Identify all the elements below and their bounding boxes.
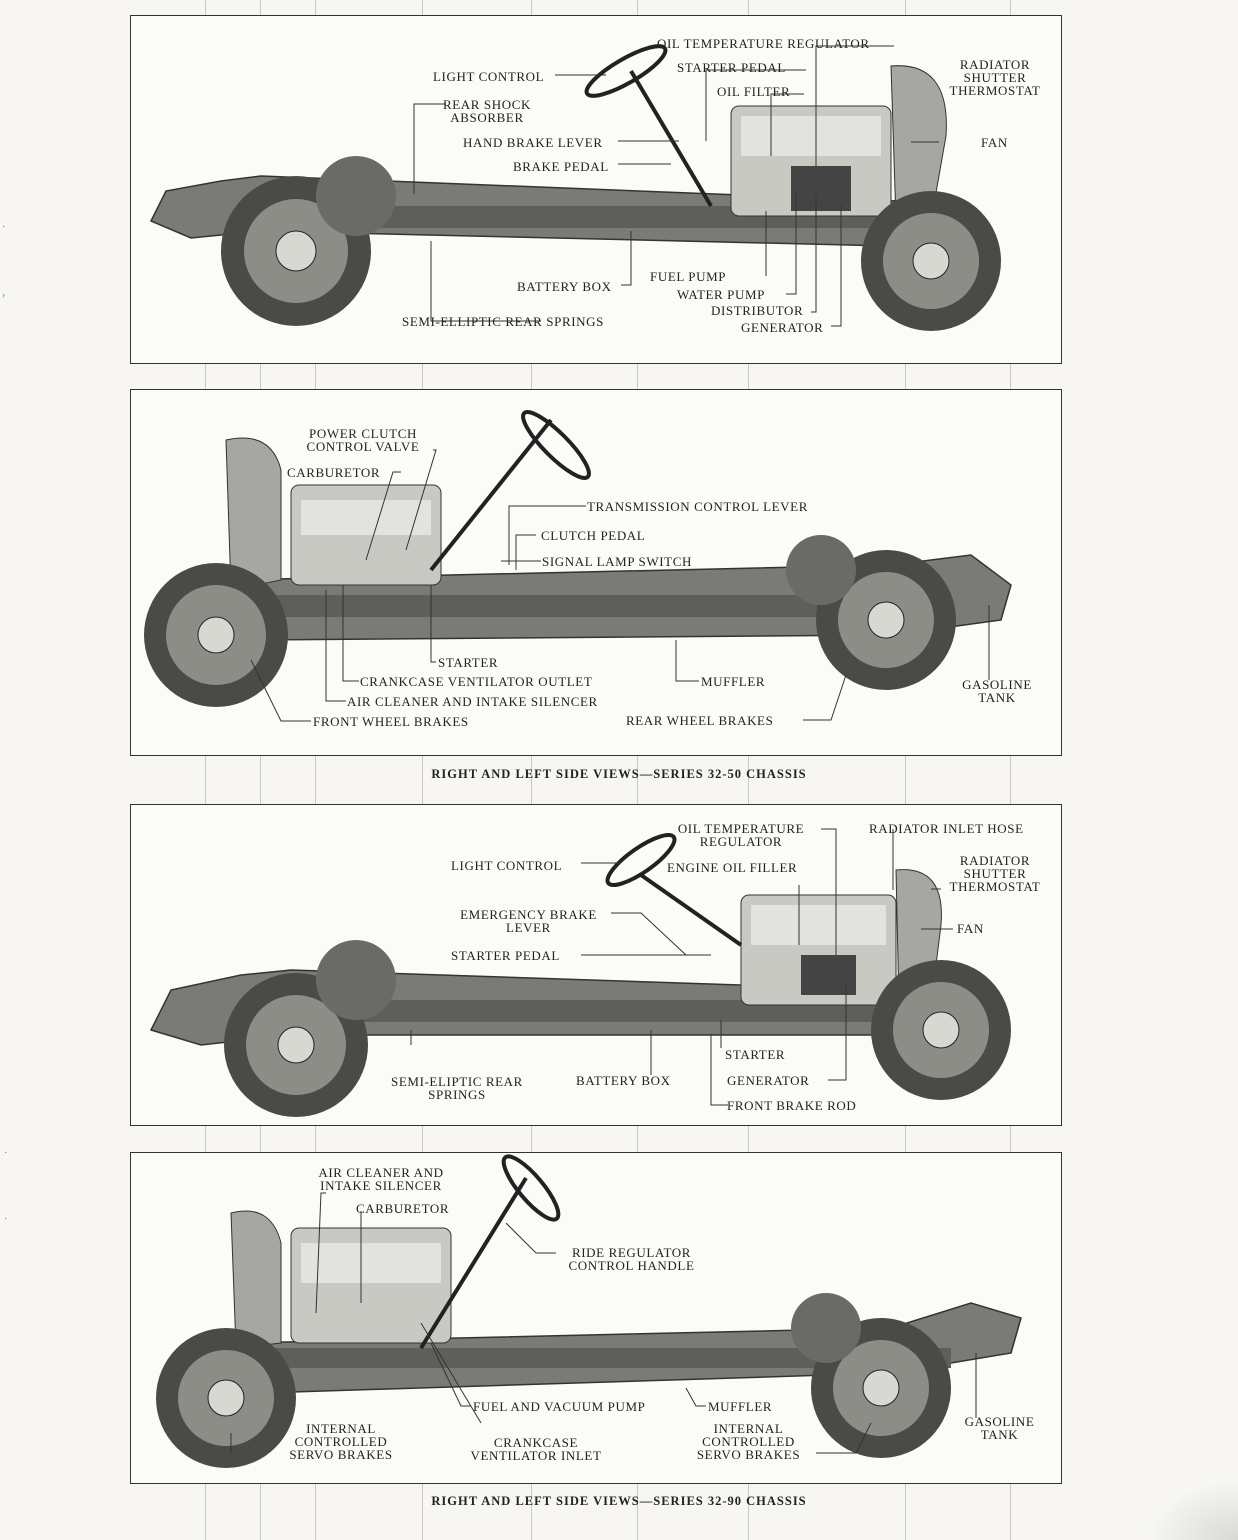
label-starter: STARTER: [438, 655, 499, 670]
label-ride-regulator-control-handle: RIDE REGULATOR CONTROL HANDLE: [568, 1245, 695, 1273]
margin-mark: ·: [2, 222, 6, 233]
label-battery-box: BATTERY BOX: [517, 279, 612, 294]
label-semi-elliptic-rear-springs: SEMI-ELLIPTIC REAR SPRINGS: [402, 314, 604, 329]
scan-line: [1010, 0, 1011, 1540]
chassis-figure-2: POWER CLUTCH CONTROL VALVE CARBURETOR TR…: [130, 389, 1062, 756]
margin-mark: ›: [2, 290, 6, 301]
label-fuel-pump: FUEL PUMP: [650, 269, 727, 284]
chassis-illustration: [144, 410, 1012, 707]
label-oil-temperature-regulator: OIL TEMPERATURE REGULATOR: [677, 821, 805, 849]
label-water-pump: WATER PUMP: [677, 287, 765, 302]
label-semi-eliptic-rear-springs: SEMI-ELIPTIC REAR SPRINGS: [391, 1074, 523, 1102]
chassis-illustration: [149, 44, 1001, 331]
label-front-brake-rod: FRONT BRAKE ROD: [727, 1098, 857, 1113]
label-generator: GENERATOR: [727, 1073, 810, 1088]
label-carburetor: CARBURETOR: [356, 1201, 450, 1216]
label-internal-controlled-servo-brakes-rear: INTERNAL CONTROLLED SERVO BRAKES: [696, 1421, 801, 1462]
label-starter-pedal: STARTER PEDAL: [677, 60, 786, 75]
scan-smudge: [1148, 1480, 1238, 1540]
label-rear-shock-absorber: REAR SHOCK ABSORBER: [443, 97, 531, 125]
label-carburetor: CARBURETOR: [287, 465, 381, 480]
leader-lines: [410, 828, 953, 1106]
leader-lines: [230, 1192, 977, 1454]
margin-mark: ·: [4, 1214, 8, 1225]
label-internal-controlled-servo-brakes-front: INTERNAL CONTROLLED SERVO BRAKES: [289, 1421, 393, 1462]
chassis-figure-4: AIR CLEANER AND INTAKE SILENCER CARBURET…: [130, 1152, 1062, 1484]
label-power-clutch-control-valve: POWER CLUTCH CONTROL VALVE: [306, 426, 420, 454]
label-radiator-inlet-hose: RADIATOR INLET HOSE: [869, 821, 1024, 836]
label-crankcase-ventilator-outlet: CRANKCASE VENTILATOR OUTLET: [360, 674, 593, 689]
label-clutch-pedal: CLUTCH PEDAL: [541, 528, 646, 543]
label-signal-lamp-switch: SIGNAL LAMP SWITCH: [542, 554, 692, 569]
scan-line: [205, 0, 206, 1540]
figure-caption-series-32-50: RIGHT AND LEFT SIDE VIEWS—SERIES 32-50 C…: [431, 767, 807, 781]
scan-line: [748, 0, 749, 1540]
label-hand-brake-lever: HAND BRAKE LEVER: [463, 135, 603, 150]
chassis-figure-3: OIL TEMPERATURE REGULATOR RADIATOR INLET…: [130, 804, 1062, 1126]
label-fan: FAN: [957, 921, 984, 936]
label-crankcase-ventilator-inlet: CRANKCASE VENTILATOR INLET: [470, 1435, 602, 1463]
label-air-cleaner-and-intake-silencer: AIR CLEANER AND INTAKE SILENCER: [347, 694, 598, 709]
scan-line: [422, 0, 423, 1540]
label-battery-box: BATTERY BOX: [576, 1073, 671, 1088]
label-muffler: MUFFLER: [708, 1399, 773, 1414]
margin-mark: ·: [4, 1148, 8, 1159]
label-fan: FAN: [981, 135, 1008, 150]
label-fuel-and-vacuum-pump: FUEL AND VACUUM PUMP: [473, 1399, 646, 1414]
label-distributor: DISTRIBUTOR: [711, 303, 804, 318]
label-radiator-shutter-thermostat: RADIATOR SHUTTER THERMOSTAT: [949, 853, 1041, 894]
leader-lines: [250, 449, 990, 722]
label-brake-pedal: BRAKE PEDAL: [513, 159, 609, 174]
label-gasoline-tank: GASOLINE TANK: [964, 1414, 1035, 1442]
label-rear-wheel-brakes: REAR WHEEL BRAKES: [626, 713, 774, 728]
label-light-control: LIGHT CONTROL: [451, 858, 563, 873]
scan-line: [905, 0, 906, 1540]
label-radiator-shutter-thermostat: RADIATOR SHUTTER THERMOSTAT: [949, 57, 1041, 98]
scan-line: [531, 0, 532, 1540]
chassis-illustration: [156, 1154, 1022, 1468]
chassis-figure-1: OIL TEMPERATURE REGULATOR STARTER PEDAL …: [130, 15, 1062, 364]
chassis-illustration: [149, 833, 1011, 1117]
label-muffler: MUFFLER: [701, 674, 766, 689]
label-gasoline-tank: GASOLINE TANK: [962, 677, 1032, 705]
label-generator: GENERATOR: [741, 320, 824, 335]
label-starter: STARTER: [725, 1047, 786, 1062]
label-air-cleaner-and-intake-silencer: AIR CLEANER AND INTAKE SILENCER: [318, 1165, 444, 1193]
scan-line: [637, 0, 638, 1540]
label-transmission-control-lever: TRANSMISSION CONTROL LEVER: [587, 499, 808, 514]
label-light-control: LIGHT CONTROL: [433, 69, 545, 84]
scan-line: [315, 0, 316, 1540]
label-starter-pedal: STARTER PEDAL: [451, 948, 560, 963]
label-front-wheel-brakes: FRONT WHEEL BRAKES: [313, 714, 469, 729]
label-oil-filter: OIL FILTER: [717, 84, 791, 99]
leader-lines: [413, 45, 939, 327]
scan-line: [260, 0, 261, 1540]
label-emergency-brake-lever: EMERGENCY BRAKE LEVER: [460, 907, 597, 935]
label-oil-temperature-regulator: OIL TEMPERATURE REGULATOR: [657, 36, 870, 51]
figure-caption-series-32-90: RIGHT AND LEFT SIDE VIEWS—SERIES 32-90 C…: [431, 1494, 807, 1508]
label-engine-oil-filler: ENGINE OIL FILLER: [667, 860, 798, 875]
